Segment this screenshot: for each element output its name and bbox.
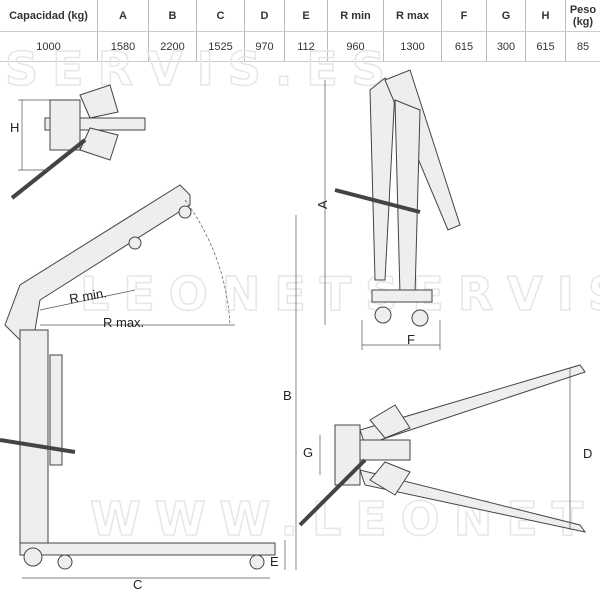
cell: 615: [525, 31, 566, 62]
dim-label-e: E: [270, 554, 279, 569]
col-header: R min: [327, 0, 384, 32]
col-header: R max: [383, 0, 442, 32]
dim-label-h: H: [10, 120, 19, 135]
dim-label-a: A: [315, 200, 330, 209]
watermark: WWW.LEONET: [90, 492, 597, 546]
dim-label-f: F: [407, 332, 415, 347]
top-view-small: H: [10, 84, 146, 200]
cell: 1525: [196, 31, 245, 62]
col-header: G: [486, 0, 526, 32]
dim-label-c: C: [133, 577, 142, 592]
col-header: C: [196, 0, 245, 32]
watermark: LEONETSERVIS: [80, 267, 600, 321]
cell: 1580: [97, 31, 149, 62]
col-header: D: [244, 0, 285, 32]
dim-label-rmax: R max.: [103, 315, 144, 330]
cell: 1000: [0, 31, 98, 62]
top-view-large: G D: [298, 364, 592, 533]
spec-table: Capacidad (kg) A B C D E R min R max F G…: [0, 0, 600, 62]
dim-label-b: B: [283, 388, 292, 403]
cell: 960: [327, 31, 384, 62]
dim-label-rmin: R min.: [68, 285, 108, 306]
col-header: B: [148, 0, 197, 32]
side-view: R min. R max. B C E: [0, 184, 297, 592]
cell: 2200: [148, 31, 197, 62]
cell: 615: [441, 31, 487, 62]
cell: 1300: [383, 31, 442, 62]
col-header: E: [284, 0, 328, 32]
cell: 300: [486, 31, 526, 62]
col-header: H: [525, 0, 566, 32]
folded-view: A F: [315, 69, 461, 350]
table-header-row: Capacidad (kg) A B C D E R min R max F G…: [0, 0, 600, 32]
dim-label-d: D: [583, 446, 592, 461]
col-header: F: [441, 0, 487, 32]
cell: 112: [284, 31, 328, 62]
cell: 85: [565, 31, 600, 62]
dim-label-g: G: [303, 445, 313, 460]
table-row: 1000 1580 2200 1525 970 112 960 1300 615…: [0, 31, 600, 62]
col-header: Peso (kg): [565, 0, 600, 32]
watermark: SERVIS.ES: [5, 42, 399, 96]
col-header: Capacidad (kg): [0, 0, 98, 32]
col-header: A: [97, 0, 149, 32]
cell: 970: [244, 31, 285, 62]
